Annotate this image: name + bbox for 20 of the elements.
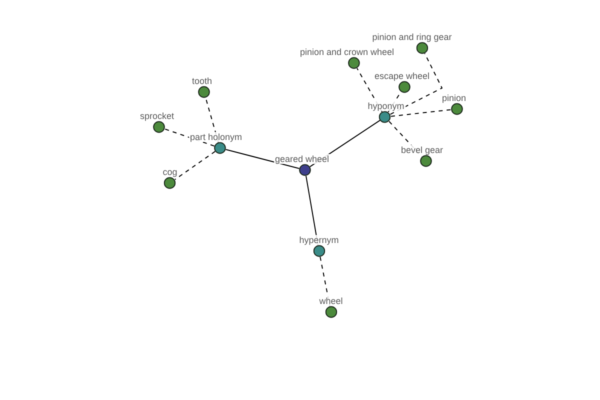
node-label: hypernym (298, 235, 340, 245)
node-label: part holonym (188, 132, 244, 142)
node-label: pinion and ring gear (371, 32, 453, 42)
node-label: bevel gear (400, 145, 444, 155)
dashed-connector-line (356, 68, 383, 112)
dashed-connector-line (390, 109, 452, 117)
dashed-connector-line (174, 150, 216, 180)
node-label: sprocket (139, 111, 175, 121)
node-label: wheel (318, 296, 344, 306)
node-label: geared wheel (274, 154, 330, 164)
node-label: tooth (190, 76, 214, 86)
node-label: cog (162, 167, 178, 177)
connector-line (225, 149, 300, 169)
node-label: pinion and crown wheel (298, 47, 396, 57)
dashed-connector-line (388, 120, 422, 158)
node-label: escape wheel (373, 71, 431, 81)
node-label: hyponym (366, 101, 406, 111)
node-label: pinion (440, 93, 468, 103)
dashed-connector-line (205, 97, 219, 143)
dashed-connector-line (390, 52, 443, 115)
